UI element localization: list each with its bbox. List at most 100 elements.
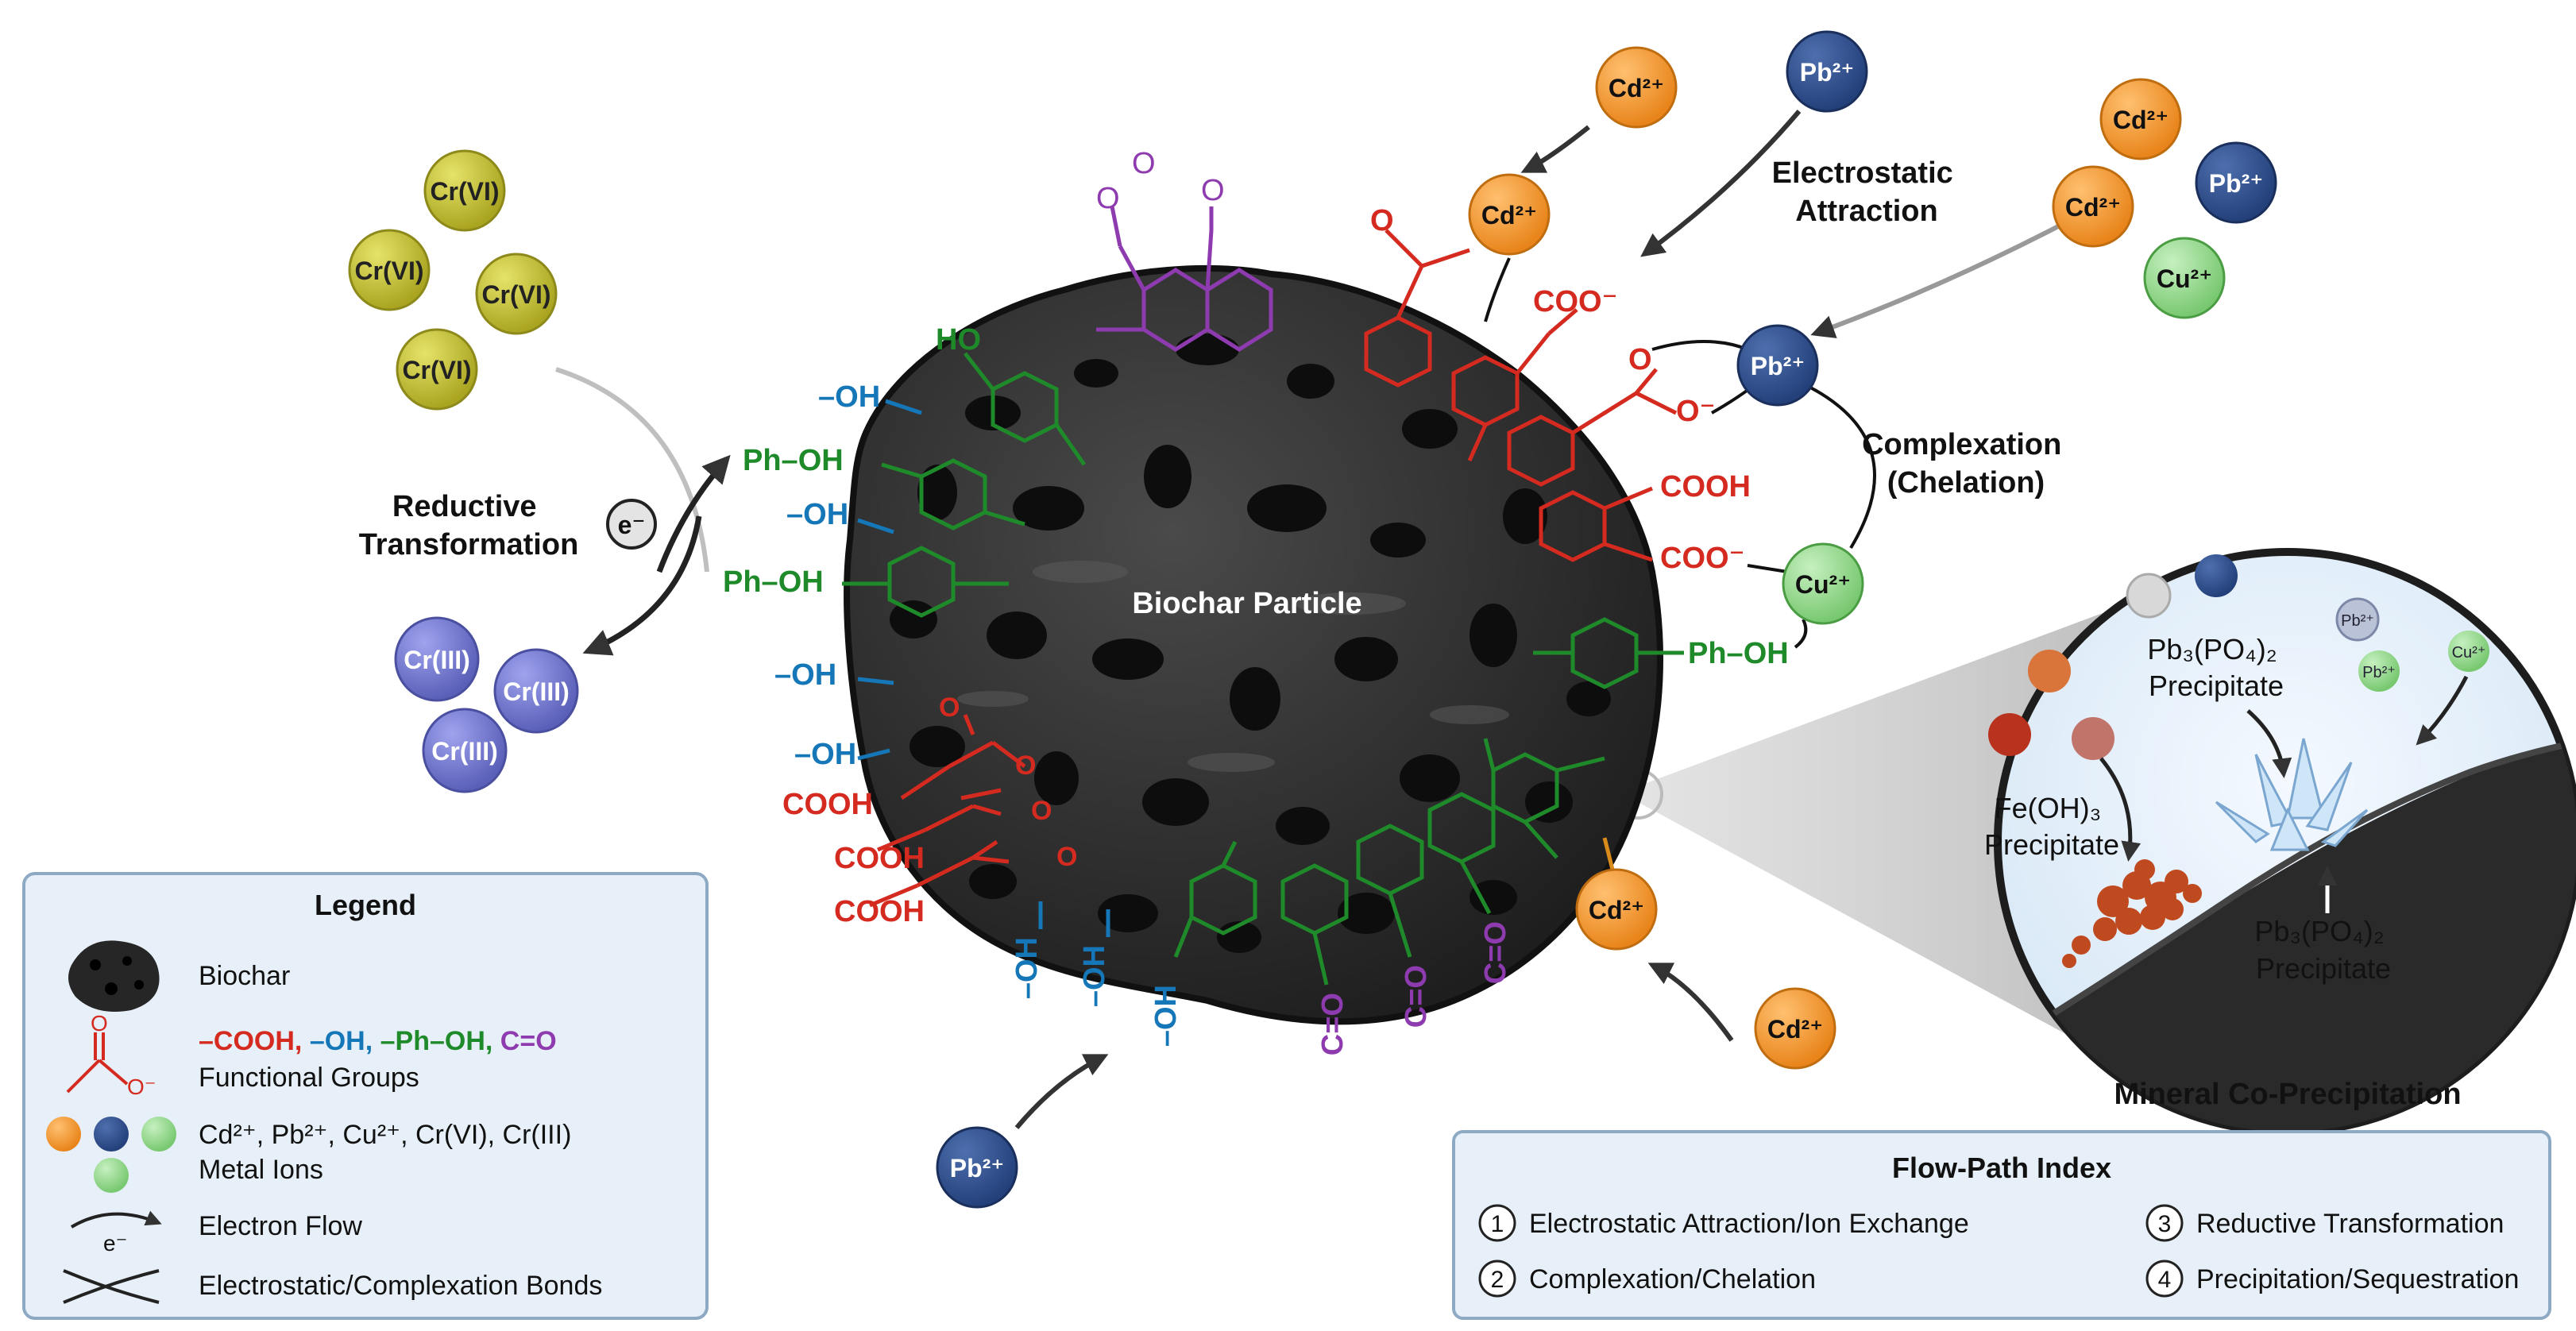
svg-text:Cr(III): Cr(III) xyxy=(404,646,470,674)
inset-tiny-ion-pb-b: Pb²⁺ xyxy=(2358,650,2400,692)
inset-red-particle xyxy=(1988,713,2031,756)
legend-metal-ions-icon xyxy=(46,1117,176,1193)
svg-text:Cu²⁺: Cu²⁺ xyxy=(1795,570,1851,599)
carboxyl-o-minus: O⁻ xyxy=(1676,395,1716,428)
svg-text:Cd²⁺: Cd²⁺ xyxy=(1481,201,1537,230)
legend-biochar-text: Biochar xyxy=(199,961,290,991)
cr6-ion-2: Cr(VI) xyxy=(348,229,431,311)
flow-index-item-1: 1 Electrostatic Attraction/Ion Exchange xyxy=(1478,1204,1969,1242)
carboxyl-cooh-a: COOH xyxy=(782,788,873,821)
svg-text:Cd²⁺: Cd²⁺ xyxy=(2065,193,2121,222)
hydroxyl-bonds-left xyxy=(857,399,922,761)
bond-cd-top xyxy=(1484,257,1511,322)
carboxyl-o-d: O xyxy=(1056,842,1077,872)
hydroxyl-bottom-2: –OH xyxy=(1078,945,1111,1007)
biochar-particle-label: Biochar Particle xyxy=(1132,587,1361,620)
biochar-particle-icon xyxy=(844,264,1663,1025)
carboxyl-cooh-right: COOH xyxy=(1660,470,1751,503)
carboxyl-o-c: O xyxy=(1031,796,1052,826)
phenol-phoh-label-b: Ph–OH xyxy=(723,565,824,599)
svg-text:Pb²⁺: Pb²⁺ xyxy=(1751,352,1805,380)
hydroxyl-label-4: –OH xyxy=(794,738,856,771)
bond-cd-lower xyxy=(1602,837,1615,870)
flow-index-item-3: 3 Reductive Transformation xyxy=(2145,1204,2504,1242)
inset-pb-precipitate-a-label: Pb₃(PO₄)₂ Precipitate xyxy=(2147,633,2284,702)
inset-tiny-ion-cu: Cu²⁺ xyxy=(2448,631,2489,672)
free-ion-cd-top: Cd²⁺ xyxy=(1595,46,1678,129)
inset-brown-particle xyxy=(2072,717,2114,760)
hydroxyl-label-2: –OH xyxy=(786,498,848,531)
legend-functional-groups-text: Functional Groups xyxy=(199,1063,419,1093)
carboxyl-cooh-c: COOH xyxy=(834,895,925,928)
hydroxyl-bonds-bottom xyxy=(1038,901,1110,937)
svg-text:Cd²⁺: Cd²⁺ xyxy=(1609,74,1664,102)
legend-bonds-icon xyxy=(63,1269,160,1304)
carboxyl-rings-right xyxy=(1364,229,1678,562)
cr6-ion-3: Cr(VI) xyxy=(475,253,558,335)
svg-text:Pb²⁺: Pb²⁺ xyxy=(1800,58,1854,87)
bound-ion-cd-lower: Cd²⁺ xyxy=(1575,868,1658,951)
bond-cu-phoh xyxy=(1794,619,1808,649)
free-ion-pb-bottom: Pb²⁺ xyxy=(936,1126,1018,1209)
carbonyl-o-mid: O xyxy=(1132,147,1156,180)
cr3-ion-3: Cr(III) xyxy=(422,708,508,793)
inset-tiny-ion-pb-a: Pb²⁺ xyxy=(2335,597,2380,642)
svg-text:3: 3 xyxy=(2158,1211,2172,1237)
svg-text:Pb²⁺: Pb²⁺ xyxy=(950,1154,1004,1182)
svg-text:Pb²⁺: Pb²⁺ xyxy=(2341,612,2374,630)
svg-text:Cu²⁺: Cu²⁺ xyxy=(2157,264,2212,293)
carbonyl-aromatic-top xyxy=(1096,206,1273,352)
flow-index-title: Flow-Path Index xyxy=(1892,1152,2111,1184)
svg-text:Pb²⁺: Pb²⁺ xyxy=(2209,169,2263,198)
svg-text:Pb²⁺: Pb²⁺ xyxy=(2362,664,2396,681)
svg-text:Complexation/Chelation: Complexation/Chelation xyxy=(1529,1264,1816,1294)
reduction-arrow-up-icon xyxy=(656,454,731,573)
cr3-ion-2: Cr(III) xyxy=(493,648,579,734)
svg-text:Cr(III): Cr(III) xyxy=(431,737,498,766)
legend-functional-groups-list: –COOH, –OH, –Ph–OH, C=O xyxy=(199,1026,557,1056)
phenol-phoh-label-a: Ph–OH xyxy=(743,444,844,477)
hydroxyl-bottom-3: –OH xyxy=(1149,985,1183,1047)
carboxyl-coo-minus-a: COO⁻ xyxy=(1533,285,1618,318)
electron-icon: e⁻ xyxy=(606,499,657,550)
legend-panel: Legend Biochar O O⁻ –COOH, –OH, –Ph–OH, … xyxy=(22,872,709,1320)
inset-arrow-pb-a xyxy=(2246,709,2292,778)
inset-blue-particle xyxy=(2195,554,2238,597)
inset-orange-particle xyxy=(2028,650,2071,693)
carboxyl-bonds-lower-left xyxy=(869,714,1026,908)
phenol-rings-bottom xyxy=(1173,738,1605,986)
legend-carboxylate-o: O xyxy=(91,1011,108,1036)
legend-carboxylate-icon xyxy=(66,1032,129,1094)
free-ion-pb-top: Pb²⁺ xyxy=(1786,30,1868,113)
hydroxyl-bottom-1: –OH xyxy=(1010,937,1044,999)
arrow-cd-top xyxy=(1520,125,1590,173)
cr6-ion-4: Cr(VI) xyxy=(396,328,478,411)
svg-text:Cd²⁺: Cd²⁺ xyxy=(1767,1015,1823,1044)
svg-text:Cr(VI): Cr(VI) xyxy=(354,257,423,285)
svg-text:Cd²⁺: Cd²⁺ xyxy=(2113,106,2169,134)
carbonyl-co-2: C=O xyxy=(1400,965,1433,1028)
legend-biochar-icon xyxy=(68,940,160,1012)
hydroxyl-label-1: –OH xyxy=(818,380,880,414)
svg-text:e⁻: e⁻ xyxy=(103,1231,127,1256)
free-ion-pb-cluster: Pb²⁺ xyxy=(2195,141,2277,224)
carboxyl-cooh-b: COOH xyxy=(834,842,925,875)
reductive-transformation-label: Reductive Transformation xyxy=(359,490,579,561)
inset-arrow-fe xyxy=(2099,757,2142,862)
svg-text:4: 4 xyxy=(2158,1267,2172,1293)
legend-electron-flow-icon: e⁻ xyxy=(70,1210,162,1256)
phenol-ho-label: HO xyxy=(936,323,981,357)
bound-ion-cd-top: Cd²⁺ xyxy=(1468,173,1551,256)
mineral-coprecipitation-label: Mineral Co-Precipitation xyxy=(2114,1078,2461,1111)
phenol-phoh-label-c: Ph–OH xyxy=(1688,637,1789,670)
legend-title: Legend xyxy=(315,889,416,921)
arrow-pb-top xyxy=(1640,110,1802,257)
inset-fe-precipitate-label: Fe(OH)₃ Precipitate xyxy=(1984,792,2119,861)
reduction-arrow-down-icon xyxy=(582,515,702,656)
electron-flow-curve xyxy=(555,367,709,573)
crystal-icon xyxy=(2215,738,2369,851)
inset-arrow-cu xyxy=(2416,675,2469,746)
carbonyl-o-right: O xyxy=(1201,174,1225,207)
free-ion-cu-cluster: Cu²⁺ xyxy=(2143,237,2226,319)
